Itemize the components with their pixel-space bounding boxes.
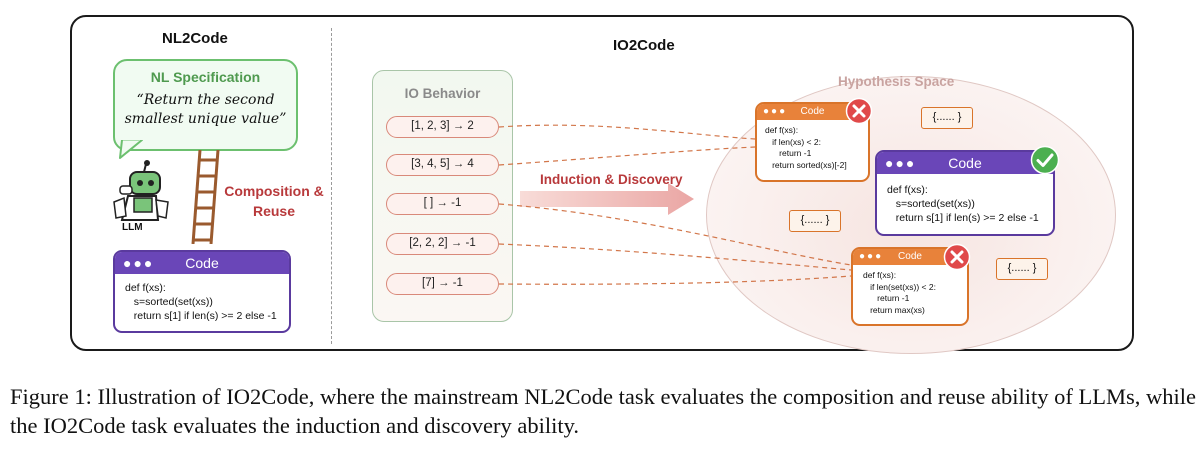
code-snippet: def f(xs): s=sorted(set(xs)) return s[1]… — [125, 282, 277, 322]
io-example: [ ] → -1 — [386, 193, 499, 215]
induction-arrow-icon — [520, 183, 694, 215]
window-dots-icon: ●●● — [763, 106, 788, 117]
connector-line — [498, 275, 852, 285]
wrong-mark-icon — [845, 97, 873, 125]
io-example: [1, 2, 3] → 2 — [386, 116, 499, 138]
composition-reuse-label: Composition & Reuse — [224, 183, 324, 219]
code-card-header: ●●● Code — [757, 104, 868, 120]
io-behavior-title: IO Behavior — [404, 86, 481, 101]
hypothesis-placeholder: {...... } — [996, 258, 1048, 280]
code-card-header: ●●● Code — [853, 249, 967, 265]
induction-discovery-label: Induction & Discovery — [540, 172, 683, 187]
code-snippet: def f(xs): if len(set(xs)) < 2: return -… — [863, 270, 936, 315]
code-card-title: Code — [185, 255, 219, 271]
code-card-header: ●●● Code — [877, 152, 1053, 174]
llm-label: LLM — [122, 222, 143, 233]
code-snippet: def f(xs): if len(xs) < 2: return -1 ret… — [765, 125, 847, 170]
section-divider — [331, 28, 332, 344]
io2code-title: IO2Code — [613, 37, 675, 54]
nl2code-title: NL2Code — [162, 30, 228, 47]
wrong-code-card-1: ●●● Code def f(xs): if len(xs) < 2: retu… — [755, 102, 870, 182]
code-card-header: ●●● Code — [115, 252, 289, 274]
window-dots-icon: ●●● — [885, 155, 917, 171]
robot-llm-icon — [113, 160, 169, 221]
connector-line — [498, 243, 852, 271]
figure-caption: Figure 1: Illustration of IO2Code, where… — [10, 384, 1196, 438]
code-card-title: Code — [800, 106, 825, 117]
wrong-mark-icon — [943, 243, 971, 271]
nl-specification-text: “Return the second smallest unique value… — [124, 92, 287, 127]
connector-line — [498, 146, 756, 166]
connector-line — [498, 203, 852, 266]
nl-specification-title: NL Specification — [150, 69, 261, 85]
window-dots-icon: ●●● — [859, 251, 884, 262]
nl2code-code-card: ●●● Code def f(xs): s=sorted(set(xs)) re… — [113, 250, 291, 333]
correct-code-card: ●●● Code def f(xs): s=sorted(set(xs)) re… — [875, 150, 1055, 236]
code-card-title: Code — [948, 155, 982, 171]
correct-mark-icon — [1030, 145, 1060, 175]
connector-line — [498, 124, 756, 140]
code-card-title: Code — [898, 251, 922, 262]
figure-frame — [70, 15, 1134, 351]
hypothesis-placeholder: {...... } — [921, 107, 973, 129]
io-example: [3, 4, 5] → 4 — [386, 154, 499, 176]
nl-specification-bubble: NL Specification “Return the second smal… — [113, 59, 298, 151]
window-dots-icon: ●●● — [123, 255, 155, 271]
io-example: [2, 2, 2] → -1 — [386, 233, 499, 255]
hypothesis-placeholder: {...... } — [789, 210, 841, 232]
ladder-icon — [191, 150, 220, 244]
hypothesis-space-title: Hypothesis Space — [838, 74, 955, 89]
speech-bubble-tail — [119, 140, 143, 159]
code-snippet: def f(xs): s=sorted(set(xs)) return s[1]… — [887, 184, 1039, 224]
io-example: [7] → -1 — [386, 273, 499, 295]
